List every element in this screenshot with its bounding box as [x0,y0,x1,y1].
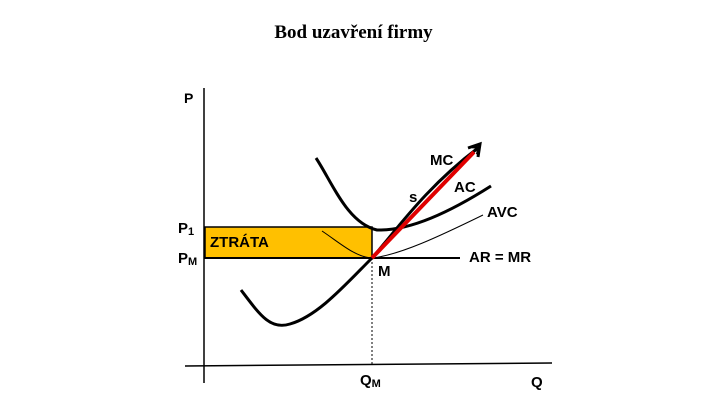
x-axis-label: Q [531,374,543,391]
loss-area [204,226,373,259]
price-p1-label: P1 [178,220,194,238]
quantity-qm-label: QM [360,372,381,390]
x-axis [184,362,553,367]
point-m-label: M [378,263,391,280]
ac-curve [314,157,492,232]
supply-arrowhead [467,141,482,158]
avc-curve [321,214,484,259]
diagram-title: Bod uzavření firmy [274,22,433,43]
ar-mr-label: AR = MR [469,249,531,266]
mc-label: MC [430,152,453,169]
y-axis-label: P [184,90,193,106]
supply-label: s [409,189,417,206]
mc-curve [239,148,478,327]
supply-arrow [370,150,476,260]
ac-label: AC [454,179,476,196]
price-pm-label: PM [178,250,197,268]
loss-area-label: ZTRÁTA [210,234,269,251]
avc-label: AVC [487,204,518,221]
